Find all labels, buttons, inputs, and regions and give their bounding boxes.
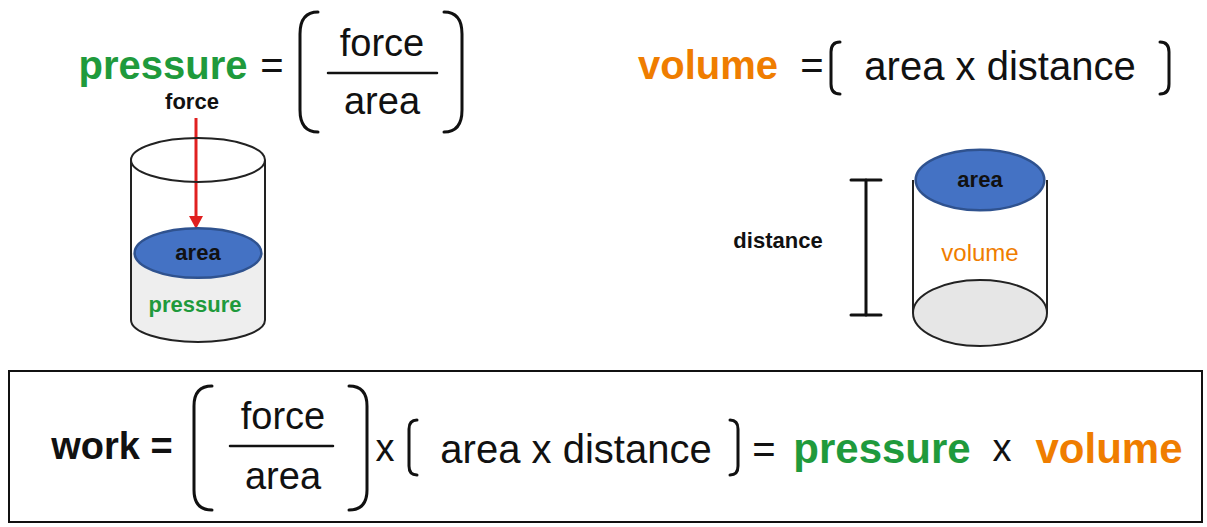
parenthesis (349, 386, 367, 510)
fraction-bar (230, 445, 333, 448)
formula-term: volume (1035, 427, 1182, 471)
text-slot: pressure (793, 427, 970, 471)
denominator: area (344, 82, 420, 122)
cylinder-rim (131, 138, 265, 182)
text-slot: force (340, 24, 424, 64)
volume-cylinder: volume area (910, 144, 1050, 350)
area-ellipse (916, 150, 1045, 211)
text-slot: area (175, 241, 220, 264)
text-slot: = (260, 44, 283, 86)
numerator: force (241, 397, 325, 437)
force-label: force (165, 90, 219, 113)
distance-label: distance (733, 229, 822, 252)
formula-term: pressure (79, 44, 248, 86)
cylinder-piston: pressure area (128, 136, 268, 346)
formula-term: work = (51, 427, 172, 467)
parenthesis (194, 386, 212, 510)
bracket (730, 420, 738, 475)
text-slot: = (752, 428, 775, 470)
formula-term: volume (638, 44, 778, 86)
parenthesis (444, 12, 462, 132)
cylinder-wall (131, 160, 265, 342)
text-slot: volume (941, 240, 1018, 265)
piston-area-ellipse: area (132, 226, 264, 280)
denominator: area (245, 457, 321, 497)
fraction-bar (328, 72, 437, 75)
distance-cap (851, 179, 881, 182)
text-slot: area (957, 168, 1002, 191)
area-label: area (175, 241, 220, 264)
text-slot: = (800, 44, 823, 86)
area-ellipse (135, 228, 262, 278)
pressure-label: pressure (149, 293, 242, 316)
bracket (1160, 42, 1169, 94)
cylinder-base (913, 280, 1047, 346)
text-slot: volume (638, 44, 778, 86)
cylinder-wall (1046, 180, 1048, 313)
text-slot: force (241, 397, 325, 437)
bracket (409, 420, 417, 475)
text-slot: area x distance (864, 45, 1135, 87)
area-label: area (957, 168, 1002, 191)
formula-term: area x distance (440, 428, 711, 470)
cylinder-wall (912, 180, 914, 313)
distance-cap (851, 314, 881, 317)
operator: = (800, 44, 823, 86)
operator: x (376, 429, 395, 469)
text-slot: x (376, 429, 395, 469)
volume-label: volume (941, 240, 1018, 265)
numerator: force (340, 24, 424, 64)
formula-term: area x distance (864, 45, 1135, 87)
force-arrow (195, 118, 198, 218)
work-formula-box: work = force area x area x distance = pressure… (8, 370, 1203, 523)
distance-bar (865, 180, 868, 315)
parenthesis (300, 12, 318, 132)
formula-term: pressure (793, 427, 970, 471)
text-slot: force (165, 90, 219, 113)
text-slot: distance (733, 229, 822, 252)
text-slot: area (245, 457, 321, 497)
text-slot: area x distance (440, 428, 711, 470)
operator: = (752, 428, 775, 470)
text-slot: pressure (79, 44, 248, 86)
text-slot: work = (51, 427, 172, 467)
text-slot: area (344, 82, 420, 122)
top-area-ellipse: area (913, 147, 1047, 213)
operator: x (993, 429, 1012, 469)
bracket (831, 42, 840, 94)
operator: = (260, 44, 283, 86)
text-slot: volume (1035, 427, 1182, 471)
text-slot: pressure (149, 293, 242, 316)
text-slot: x (993, 429, 1012, 469)
